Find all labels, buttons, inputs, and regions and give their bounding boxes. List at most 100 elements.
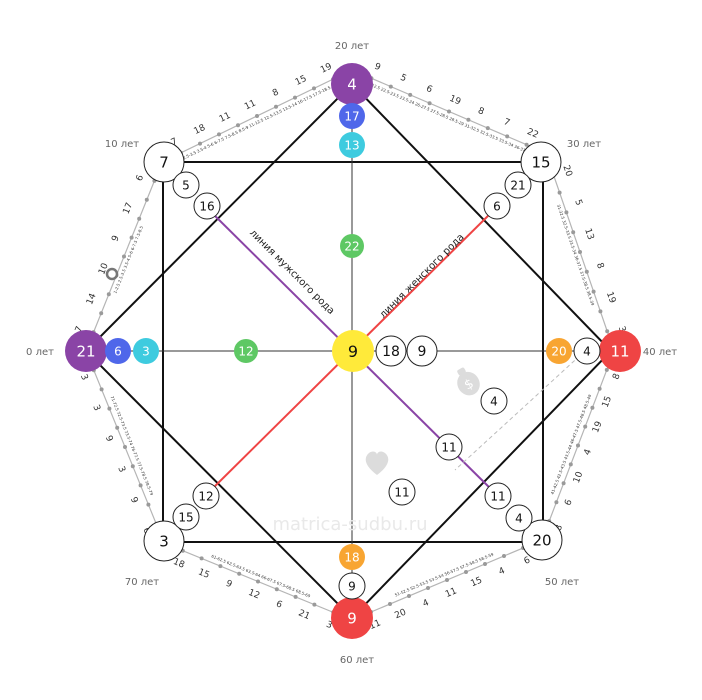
tick-dot	[129, 235, 134, 240]
node-tl-3: 16	[193, 192, 221, 220]
age-label-60: 60 лет	[340, 655, 374, 666]
tick-dot	[144, 197, 149, 202]
tick-dot	[427, 101, 432, 106]
node-bottom-left: 3	[143, 520, 185, 562]
outer-year-number: 8	[476, 106, 485, 118]
tick-dot	[584, 269, 589, 274]
tick-dot	[604, 367, 609, 372]
outer-year-number: 17	[122, 201, 136, 215]
tick-dot	[312, 602, 317, 607]
age-label-40: 40 лет	[643, 347, 677, 358]
node-circle	[133, 338, 159, 364]
tick-dot	[388, 84, 393, 89]
node-value: 18	[382, 344, 400, 360]
outer-year-number: 3	[90, 404, 101, 413]
node-circle	[338, 572, 366, 600]
tick-dot	[199, 556, 204, 561]
tick-dot	[256, 579, 260, 584]
age-label-50: 50 лет	[545, 577, 579, 588]
tick-dot	[568, 462, 573, 467]
tick-dot	[237, 571, 242, 576]
node-value: 4	[583, 344, 591, 358]
outer-year-number: 8	[271, 87, 281, 99]
outer-year-number: 3	[78, 373, 89, 382]
tick-dot	[138, 483, 143, 488]
tick-dot	[388, 602, 392, 606]
tick-dot	[408, 92, 413, 97]
outer-year-number: 18	[192, 123, 207, 137]
outer-year-number: 11	[243, 99, 258, 113]
outer-year-number: 18	[171, 557, 186, 571]
node-circle	[331, 63, 373, 105]
outer-year-number: 8	[594, 262, 605, 271]
outer-year-number: 19	[591, 420, 605, 435]
node-circle	[105, 338, 131, 364]
node-circle	[234, 339, 258, 363]
tick-dot	[605, 329, 610, 334]
node-top: 4	[331, 63, 373, 105]
tick-dot	[485, 126, 490, 131]
age-label-20: 20 лет	[335, 41, 369, 52]
outer-year-number: 22	[525, 127, 539, 141]
node-value: 3	[159, 532, 169, 550]
tick-dot	[590, 405, 595, 410]
node-circle	[172, 171, 200, 199]
outer-year-number: 15	[469, 576, 483, 590]
tick-dot	[293, 95, 297, 100]
current-age-marker	[105, 267, 119, 281]
node-circle	[375, 335, 407, 367]
outer-year-number: 9	[224, 579, 233, 591]
node-circle	[339, 544, 365, 570]
tick-dot	[598, 309, 603, 314]
outer-year-number: 20	[393, 608, 408, 622]
node-top-2: 17	[339, 103, 365, 129]
node-top-mid: 22	[340, 234, 364, 258]
tick-dot	[426, 586, 430, 590]
outer-year-number: 7	[74, 325, 85, 334]
outer-year-number: 5	[399, 73, 408, 84]
tick-dot	[571, 230, 576, 235]
outer-year-number: 9	[373, 62, 382, 74]
node-value: 13	[344, 138, 359, 152]
node-center-r2: 9	[406, 335, 438, 367]
node-br-2: 4	[505, 504, 533, 532]
tick-dot	[597, 386, 602, 391]
tick-label-row: 1-2.5 2.5-3.5 3.5-4 5-6 6-7.5 7.5-8.5	[112, 225, 144, 294]
node-circle	[599, 330, 641, 372]
node-value: 9	[348, 342, 358, 361]
outer-year-number: 3	[616, 325, 627, 334]
node-value: 22	[344, 239, 359, 253]
outer-year-number: 6	[424, 84, 433, 96]
outer-year-number: 10	[572, 470, 586, 485]
tick-dot	[99, 311, 104, 316]
outer-year-number: 6	[274, 599, 283, 611]
outer-year-number: 13	[582, 227, 595, 241]
node-left-mid: 12	[234, 339, 258, 363]
tick-dot	[576, 443, 580, 448]
tick-dot	[578, 250, 582, 254]
node-circle	[339, 132, 365, 158]
node-top-right: 15	[520, 141, 562, 183]
node-circle	[406, 335, 438, 367]
node-bottom: 9	[331, 597, 373, 639]
outer-year-number: 7	[170, 137, 180, 148]
outer-year-number: 6	[135, 173, 147, 182]
outer-year-number: 21	[297, 608, 311, 622]
tick-label-row: 31-32.5 32.5-33.5 33.5-34 36-37.5 37.5-3…	[556, 204, 596, 307]
outer-year-number: 14	[85, 292, 99, 307]
outer-year-number: 11	[444, 586, 458, 600]
tick-dot	[217, 132, 221, 137]
node-value: 12	[198, 489, 213, 503]
node-circle	[505, 504, 533, 532]
tick-dot	[236, 123, 240, 128]
outer-year-number: 8	[611, 372, 622, 381]
node-bottom-2: 9	[338, 572, 366, 600]
outer-year-number: 9	[128, 496, 140, 505]
outer-year-number: 11	[218, 111, 233, 125]
node-value: 20	[532, 531, 551, 549]
node-value: 11	[441, 440, 456, 454]
dollar-icon: $	[457, 367, 480, 396]
female-line-label: линия женского рода	[378, 232, 467, 321]
node-circle	[573, 337, 601, 365]
